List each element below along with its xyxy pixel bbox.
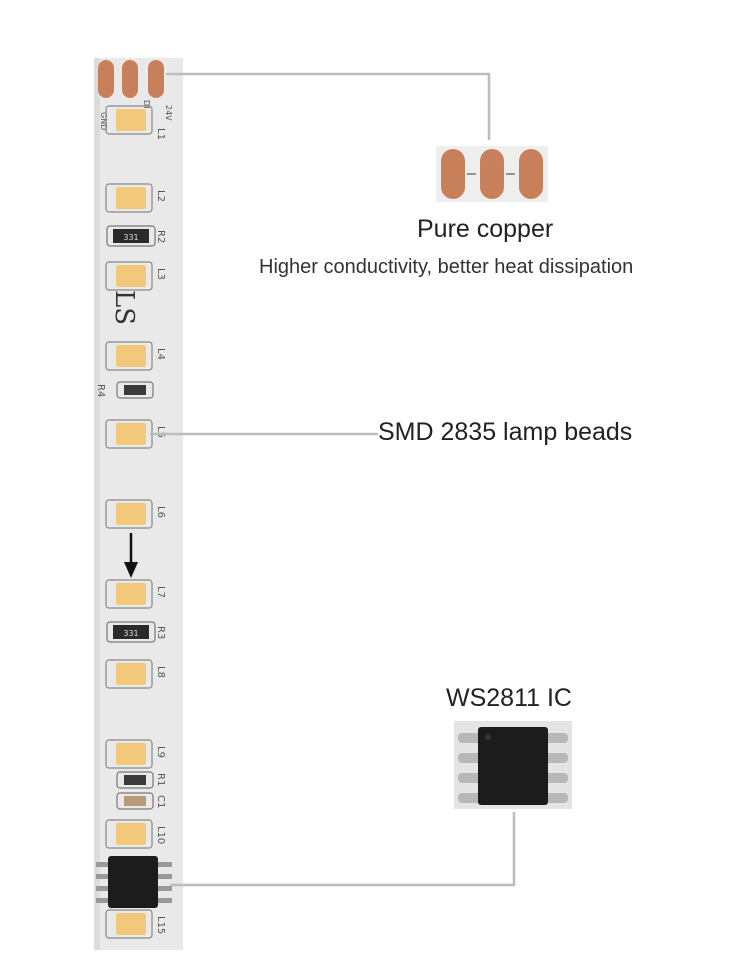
led-bead xyxy=(116,503,146,525)
ic-connector-line xyxy=(170,812,516,887)
led-bead xyxy=(116,265,146,287)
led-bead xyxy=(116,109,146,131)
strip-logo: LS xyxy=(109,290,139,325)
strip-copper-pads xyxy=(98,60,164,98)
pad-label-gnd: GND xyxy=(99,112,108,130)
resistor-code: 331 xyxy=(123,233,138,242)
led-bead xyxy=(116,823,146,845)
resistor-ref: R4 xyxy=(95,384,106,397)
led-bead xyxy=(116,423,146,445)
led-group: L1 L2 L3 L4 L5 L6 L7 L8 L9 L1 xyxy=(105,105,166,939)
led-label: L4 xyxy=(155,348,166,360)
resistor-body xyxy=(124,775,146,785)
led-label: L6 xyxy=(155,506,166,518)
led-label: L8 xyxy=(155,666,166,678)
led-bead xyxy=(116,913,146,935)
led-bead xyxy=(116,345,146,367)
led-bead xyxy=(116,663,146,685)
copper-pads-detail xyxy=(436,146,548,202)
resistor-ref: R2 xyxy=(155,230,166,243)
resistor-ref: R1 xyxy=(155,773,166,786)
resistor-ref: R3 xyxy=(155,626,166,639)
copper-callout-title: Pure copper xyxy=(417,215,554,243)
capacitor-body xyxy=(124,796,146,806)
led-label: L2 xyxy=(155,190,166,202)
strip-ic-chip xyxy=(96,856,172,908)
led-strip-edge xyxy=(94,58,100,950)
resistor-body xyxy=(113,625,149,639)
led-label: L3 xyxy=(155,268,166,280)
beads-callout-title: SMD 2835 lamp beads xyxy=(378,418,633,446)
copper-connector-line xyxy=(166,72,491,140)
led-label: L5 xyxy=(155,426,166,438)
resistor-body xyxy=(124,385,146,395)
led-label: L10 xyxy=(155,826,166,844)
led-bead xyxy=(116,583,146,605)
resistor-body xyxy=(113,229,149,243)
copper-callout-subtitle: Higher conductivity, better heat dissipa… xyxy=(259,256,634,278)
data-direction-arrow-icon xyxy=(124,533,138,578)
ic-chip-detail xyxy=(454,721,572,809)
capacitor-ref: C1 xyxy=(155,795,166,808)
led-label: L15 xyxy=(155,916,166,934)
connector-lines xyxy=(150,72,516,887)
led-label: L9 xyxy=(155,746,166,758)
led-bead xyxy=(116,743,146,765)
led-bead xyxy=(116,187,146,209)
pad-labels: GND DI 24V xyxy=(99,100,173,130)
led-label: L1 xyxy=(155,128,166,140)
pad-label-di: DI xyxy=(142,100,151,109)
resistors: 331 R2 R4 331 R3 R1 C1 xyxy=(95,225,166,810)
pad-label-24v: 24V xyxy=(164,105,173,121)
led-label: L7 xyxy=(155,586,166,598)
resistor-code: 331 xyxy=(123,629,138,638)
ic-callout-title: WS2811 IC xyxy=(446,684,572,712)
